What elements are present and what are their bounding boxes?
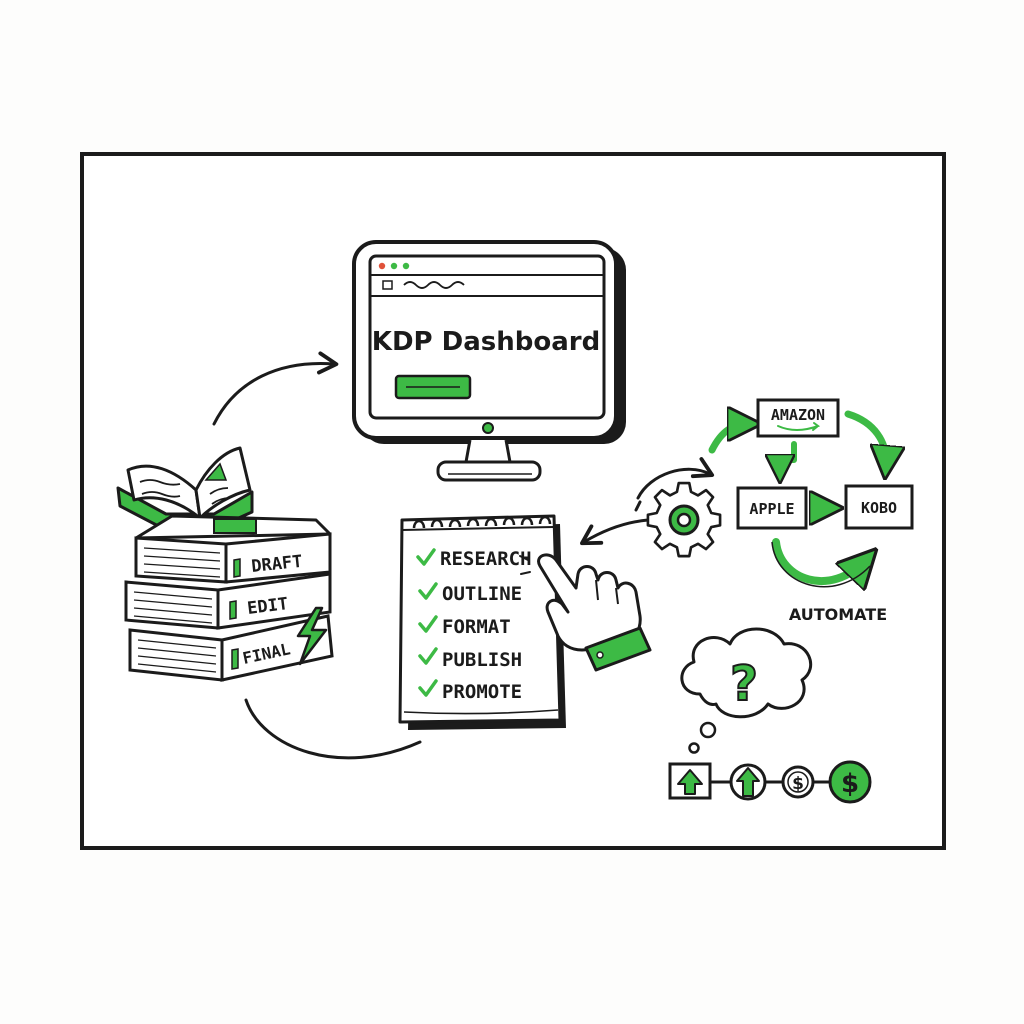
dollar-coin-small-inner [787,771,809,793]
hand-knuckle-lines [595,579,619,605]
monitor-title: KDP Dashboard [372,327,600,357]
monitor-group: KDP Dashboard [352,240,626,482]
checklist-item-outline: OUTLINE [418,582,522,605]
arrow-to-dashboard [212,351,339,426]
window-dot-green [402,262,410,270]
book-edit-page-lines [133,591,213,624]
checkmark-icon [418,615,438,633]
dollar-symbol-large: $ [841,769,859,799]
book-draft-spine [224,532,332,584]
channel-label-kobo: KOBO [861,499,897,517]
book-final: FINAL [128,606,334,682]
dollar-coin-icon [828,760,872,804]
question-mark: ? [730,656,758,712]
book-edit-pages [124,580,220,630]
checklist-notebook: RESEARCH OUTLINE FORMAT PUBLISH PROMOTE [398,514,566,730]
gear-body [646,481,722,558]
cuff-button [596,651,604,659]
arrow-loop-outline [771,541,871,588]
channel-label-amazon: AMAZON [771,406,825,424]
arrow-gear-to-amazon [708,424,748,454]
book-edit-label: EDIT [246,594,289,619]
up-arrow-icon [736,767,760,797]
cloud-outline [680,627,813,719]
book-draft-tag [213,518,257,534]
book-edit-spine [216,572,332,630]
dollar-symbol-small: $ [792,774,804,794]
checklist-item-promote: PROMOTE [418,679,522,703]
gear-motion-dash [634,500,642,512]
address-bar-scribble [403,281,465,289]
channel-label-apple: APPLE [749,500,794,518]
book-draft-page-lines [143,547,221,578]
notebook-page [398,514,562,724]
growth-row: $ $ [668,760,872,804]
amazon-smile [777,422,821,431]
power-light [482,422,494,434]
gear-motion-arc [636,457,715,500]
monitor-base [436,460,542,482]
thought-bubble-small [688,742,700,754]
thought-cloud-icon: ? [680,627,813,754]
distribution-flow: AMAZON APPLE KOBO AUTOMATE [708,398,914,624]
checklist-label-outline: OUTLINE [442,583,522,605]
open-book-text [139,479,231,505]
channel-box-kobo [844,484,914,530]
checkmark-icon [418,647,438,665]
checklist-item-publish: PUBLISH [418,647,522,671]
checklist-label-research: RESEARCH [440,548,532,570]
checklist-label-publish: PUBLISH [442,649,522,671]
checkmark-icon [416,548,436,566]
book-stack: DRAFT EDIT FINAL [124,514,334,682]
gear-hub [676,512,692,528]
thought-bubble-large [699,721,717,739]
checklist-item-format: FORMAT [418,615,511,638]
checkmark-icon [418,679,438,697]
channel-box-apple [736,486,808,530]
checklist-label-format: FORMAT [442,616,511,638]
hand-cuff [584,626,652,672]
tap-lines [519,555,531,575]
arrow-amazon-to-kobo [844,410,886,466]
book-edit-band [229,600,237,620]
monitor-neck [464,439,512,464]
notebook-binding [401,526,555,531]
gear-icon [634,457,722,558]
checkmark-icon [418,582,438,600]
arc-books-to-checklist [244,698,422,760]
arrow-to-checklist [580,518,650,546]
up-arrow-icon [677,769,703,795]
automate-caption: AUTOMATE [789,605,887,624]
book-final-band [231,648,239,670]
checklist-label-promote: PROMOTE [442,681,522,703]
arrow-loop-back [772,538,866,581]
window-dot-red [378,262,386,270]
window-dot-yellow [390,262,398,270]
open-book-right-accent [204,462,228,481]
lightning-icon [296,606,328,666]
book-draft-band [233,558,241,578]
open-book-right-page [194,446,252,520]
book-final-page-lines [137,639,217,673]
address-bar-icon [382,280,393,290]
book-edit: EDIT [124,572,332,630]
arrow-amazon-to-apple [780,441,797,472]
notebook-page-edge [403,709,559,715]
pointing-hand-icon [519,553,652,672]
notebook-spirals [412,515,552,529]
book-draft: DRAFT [134,514,332,584]
checklist-item-research: RESEARCH [416,548,532,570]
hand-outline [537,553,642,652]
